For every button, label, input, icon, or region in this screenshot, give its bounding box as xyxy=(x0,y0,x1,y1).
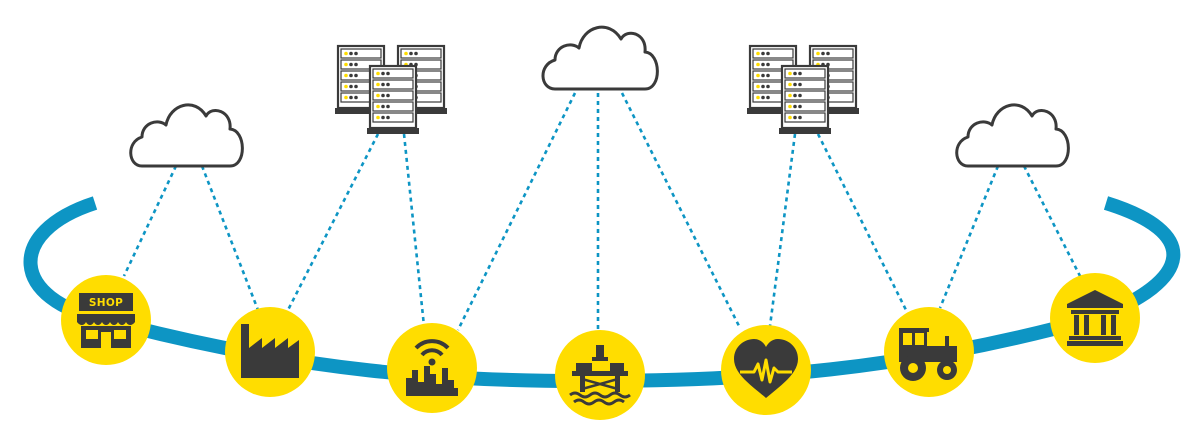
cloud-hub-center xyxy=(541,25,659,91)
server-cluster-right[interactable] xyxy=(747,44,859,134)
node-oil-rig[interactable] xyxy=(555,330,645,420)
oil-rig-icon xyxy=(569,345,631,406)
cloud-hub-right xyxy=(955,103,1070,168)
connection-links xyxy=(122,92,1082,331)
connection-link xyxy=(938,165,1000,309)
shop-icon: SHOP xyxy=(77,293,135,348)
server-rack-icon xyxy=(747,44,799,114)
smart-city-wifi-icon xyxy=(406,339,458,396)
node-factory[interactable] xyxy=(225,307,315,397)
connection-link xyxy=(816,133,908,311)
connection-link xyxy=(620,92,742,329)
server-cluster-left[interactable] xyxy=(335,44,447,134)
cloud-icon xyxy=(955,103,1070,168)
connection-link xyxy=(200,165,260,311)
server-rack-icon xyxy=(367,64,419,134)
connection-link xyxy=(768,133,797,327)
heart-monitor-icon xyxy=(734,339,798,398)
bank-icon xyxy=(1067,290,1123,346)
cloud-hub-left xyxy=(129,103,244,168)
server-rack-icon xyxy=(395,44,447,114)
node-shop[interactable]: SHOP xyxy=(61,275,151,365)
cloud-icon xyxy=(129,103,244,168)
node-healthcare[interactable] xyxy=(721,325,811,415)
server-rack-icon xyxy=(779,64,831,134)
node-bank[interactable] xyxy=(1050,273,1140,363)
connection-link xyxy=(122,165,178,277)
shop-sign-label: SHOP xyxy=(89,297,123,309)
connection-link xyxy=(402,133,426,327)
node-agriculture[interactable] xyxy=(884,307,974,397)
connection-link xyxy=(456,92,577,331)
server-rack-icon xyxy=(807,44,859,114)
connection-link xyxy=(1022,165,1082,277)
factory-icon xyxy=(241,324,299,378)
tractor-icon xyxy=(899,328,957,381)
node-smart-city[interactable] xyxy=(387,323,477,413)
cloud-icon xyxy=(541,25,659,91)
connection-link xyxy=(286,133,380,311)
